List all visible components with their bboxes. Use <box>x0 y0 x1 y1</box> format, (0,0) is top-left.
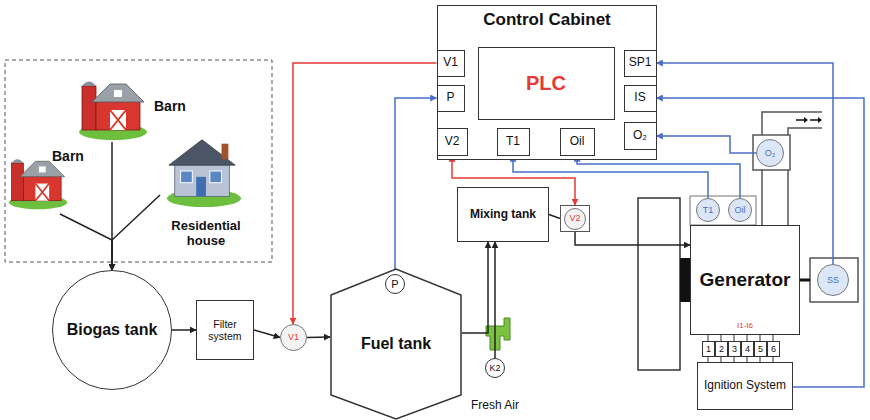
ignition-pin: 6 <box>767 341 780 357</box>
pressure-sensor: P <box>385 274 405 294</box>
connector-line <box>657 98 865 387</box>
node-label: IS <box>634 91 645 105</box>
temperature-sensor: T1 <box>696 198 720 222</box>
connector-line <box>549 215 560 219</box>
connector-line <box>172 329 196 331</box>
node-label: SS <box>827 275 839 285</box>
connector-line <box>657 136 757 153</box>
node-label: Residential house <box>160 219 252 249</box>
node-sublabel: I1-I6 <box>691 321 799 330</box>
ignition-pin: 4 <box>741 341 754 357</box>
filter-box: Filter system <box>196 300 254 360</box>
connector-line <box>494 242 496 358</box>
node-label: T1 <box>703 205 714 215</box>
connector-line <box>462 242 488 333</box>
connector-line <box>575 232 690 245</box>
node-label: P <box>446 91 454 105</box>
cabinet-port: V2 <box>437 128 468 156</box>
ignition-pin: 2 <box>715 341 728 357</box>
cabinet-port: V1 <box>437 50 465 77</box>
node-label: 2 <box>719 344 724 354</box>
control-cabinet: Control CabinetV1P V2 PLC T1 Oil SP1IS O₂ <box>437 5 657 160</box>
node-label: Filter system <box>197 318 253 342</box>
connector-line <box>112 195 160 270</box>
node-label: V2 <box>569 213 580 223</box>
node-label: Oil <box>570 135 585 149</box>
ignition-pin: 5 <box>754 341 767 357</box>
node-label: Biogas tank <box>67 321 158 339</box>
house-icon: Residential house <box>160 133 252 257</box>
cabinet-port: IS <box>624 85 657 112</box>
node-label: V1 <box>443 56 458 70</box>
node-label: V1 <box>288 332 299 342</box>
mixing-tank: Mixing tank <box>457 187 549 242</box>
barn-icon: Barn <box>78 74 203 142</box>
node-label: V2 <box>445 135 460 149</box>
node-label: Barn <box>154 98 186 114</box>
cabinet-port: P <box>437 85 465 112</box>
speed-sensor: SS <box>817 264 849 296</box>
connector-line <box>395 98 437 274</box>
ignition-pin: 1 <box>702 341 715 357</box>
cabinet-port: O₂ <box>624 122 657 150</box>
connector-line <box>60 214 112 270</box>
node-label: 3 <box>732 344 737 354</box>
node-label: 4 <box>745 344 750 354</box>
ignition-box: Ignition System <box>697 362 793 410</box>
node-label: T1 <box>506 135 520 149</box>
node-label: 6 <box>771 344 776 354</box>
inlet-label: Fresh Air <box>455 398 535 412</box>
node-label: Control Cabinet <box>483 10 611 30</box>
node-label: SP1 <box>629 56 652 70</box>
node-label: 1 <box>706 344 711 354</box>
node-label: Fuel tank <box>361 335 431 353</box>
node-label: Ignition System <box>704 379 786 393</box>
cabinet-port: SP1 <box>624 50 657 77</box>
valve-symbol: V1 <box>280 324 307 351</box>
node-label: O₂ <box>633 129 647 143</box>
node-label: PLC <box>526 72 566 95</box>
connector-line <box>577 156 740 199</box>
node-label: P <box>391 278 398 291</box>
cabinet-port: Oil <box>560 128 595 156</box>
oxygen-sensor: O₂ <box>756 139 784 167</box>
barn-icon: Barn <box>8 148 92 214</box>
oil-sensor: Oil <box>728 198 752 222</box>
node-label: Mixing tank <box>470 208 536 222</box>
generator-box: GeneratorI1-I6 <box>690 225 800 335</box>
tank-outline-path <box>331 269 461 419</box>
connector-line <box>307 336 330 338</box>
node-label: Barn <box>52 148 84 164</box>
plc-box: PLC <box>478 47 615 120</box>
node-label: 5 <box>758 344 763 354</box>
node-label: K2 <box>489 363 500 373</box>
node-label: O₂ <box>765 148 776 158</box>
biogas-tank: Biogas tank <box>52 270 172 390</box>
valve-symbol: K2 <box>485 358 505 378</box>
connector-line <box>254 330 280 338</box>
node-label: Generator <box>700 269 791 291</box>
ignition-pin: 3 <box>728 341 741 357</box>
cabinet-port: T1 <box>497 128 530 156</box>
node-label: Oil <box>735 205 746 215</box>
valve-symbol: V2 <box>560 205 590 232</box>
